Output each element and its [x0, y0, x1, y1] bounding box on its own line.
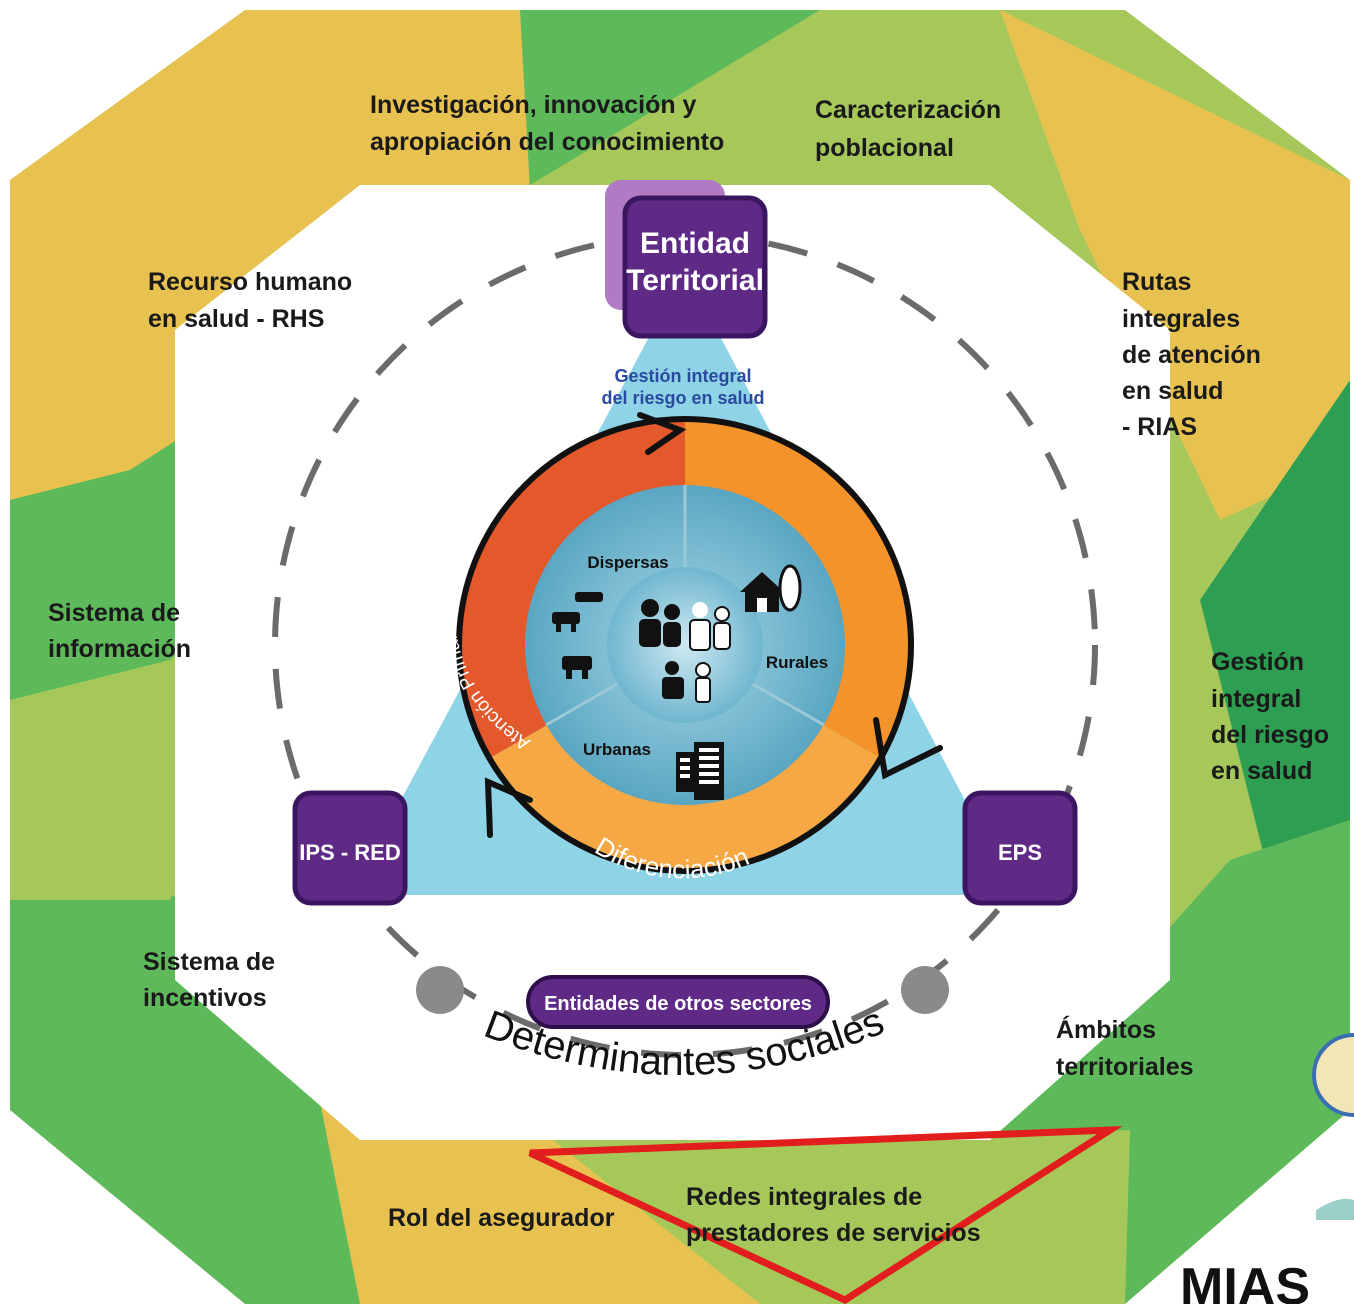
cycle-arrow-right [873, 717, 943, 780]
label-caracterizacion-1: Caracterización [815, 96, 1001, 124]
cycle-arrow-top [637, 412, 687, 455]
left-dot [416, 966, 464, 1014]
label-rol-asegurador: Rol del asegurador [388, 1204, 615, 1232]
label-investigacion-1: Investigación, innovación y [370, 91, 697, 119]
partial-wave-icon [1316, 1198, 1354, 1220]
urbanas-label: Urbanas [583, 740, 651, 759]
otros-sectores-label: Entidades de otros sectores [544, 993, 812, 1015]
label-caracterizacion-2: poblacional [815, 134, 954, 162]
care-wheel [456, 416, 914, 874]
label-rias-3: de atención [1122, 341, 1261, 369]
entidad-label-1: Entidad [640, 227, 750, 260]
label-incentivos-1: Sistema de [143, 948, 275, 976]
label-gestion-2: integral [1211, 685, 1301, 713]
family-icon [639, 599, 731, 703]
ring-segment-rias [1000, 10, 1350, 520]
label-incentivos-2: incentivos [143, 984, 267, 1012]
wheel-outline [456, 416, 914, 874]
label-gestion-1: Gestión [1211, 648, 1304, 676]
entidad-territorial-box [622, 195, 768, 339]
dispersas-label: Dispersas [587, 553, 668, 572]
label-rias-2: integrales [1122, 305, 1240, 333]
label-rhs-1: Recurso humano [148, 268, 352, 296]
entidad-label-2: Territorial [626, 264, 764, 297]
buildings-icon [676, 742, 724, 800]
label-redes-2: prestadores de servicios [686, 1219, 981, 1247]
ring-segment-incentivos [10, 860, 360, 1304]
ips-red-label: IPS - RED [299, 840, 400, 865]
ips-red-box [292, 790, 408, 906]
label-sistema-info-2: información [48, 635, 191, 663]
label-rias-4: en salud [1122, 377, 1223, 405]
house-icon [740, 564, 802, 612]
highlight-triangle [528, 1125, 1123, 1304]
dashed-circle [272, 232, 1098, 1058]
right-dot [901, 966, 949, 1014]
label-sistema-info-1: Sistema de [48, 599, 180, 627]
actor-labels: Entidad Territorial IPS - RED EPS Entida… [299, 227, 1042, 1015]
triangle-labels: Gestión integral del riesgo en salud [601, 366, 764, 408]
eps-box [962, 790, 1078, 906]
label-rias-1: Rutas [1122, 268, 1191, 296]
label-rhs-2: en salud - RHS [148, 305, 324, 333]
eps-label: EPS [998, 840, 1042, 865]
vehicle-icon [552, 592, 603, 679]
triangle-gestion-2: del riesgo en salud [601, 388, 764, 408]
cycle-arrow-icon [484, 412, 943, 838]
wheel-center-disc [607, 567, 763, 723]
label-gestion-3: del riesgo [1211, 721, 1329, 749]
cycle-arrow-left [484, 777, 533, 838]
otros-sectores-pill [526, 975, 830, 1029]
label-gestion-4: en salud [1211, 757, 1312, 785]
label-ambitos-2: territoriales [1056, 1053, 1194, 1081]
label-redes-1: Redes integrales de [686, 1183, 922, 1211]
mias-brand: MIAS [1180, 1258, 1310, 1304]
ring-labels: Investigación, innovación y apropiación … [48, 91, 1329, 1247]
partial-logo-icon [1312, 1033, 1354, 1117]
label-ambitos-1: Ámbitos [1056, 1015, 1156, 1044]
label-investigacion-2: apropiación del conocimiento [370, 128, 724, 156]
label-rias-5: - RIAS [1122, 413, 1197, 441]
rurales-label: Rurales [766, 653, 828, 672]
triangle-gestion-1: Gestión integral [614, 366, 751, 386]
ring-segment-gestion [1200, 380, 1350, 900]
